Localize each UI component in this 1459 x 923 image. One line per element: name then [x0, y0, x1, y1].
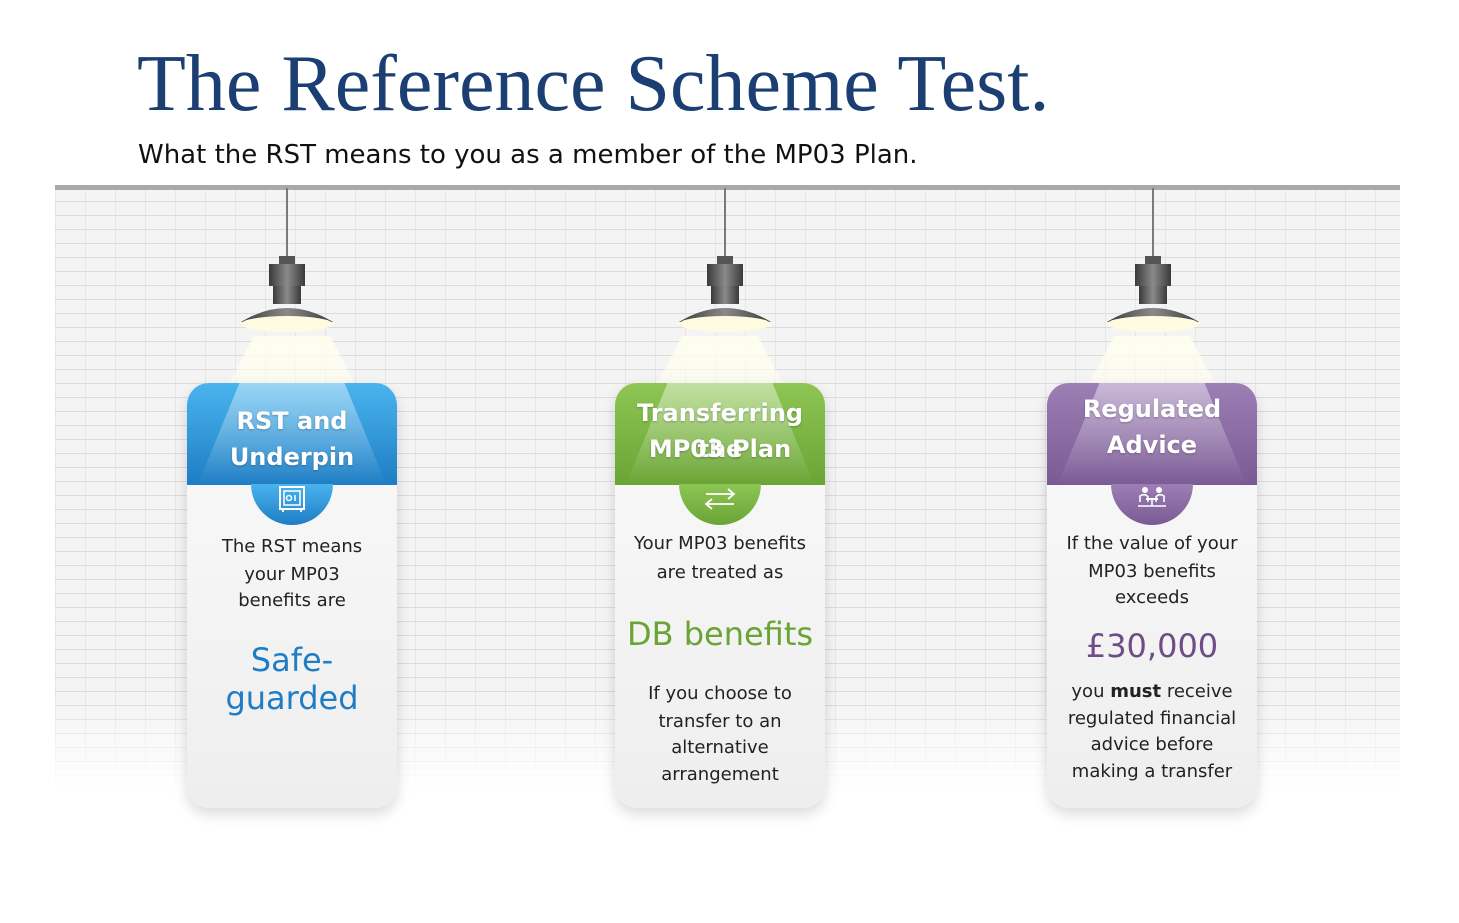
card-header: Transferring the MP03 Plan — [615, 383, 825, 485]
lamp-icon — [679, 256, 771, 332]
card-heading-line: MP03 Plan — [648, 435, 792, 463]
page-title: The Reference Scheme Test. — [137, 40, 1050, 128]
card-text-line: Your MP03 benefits — [634, 533, 806, 554]
card-text-line: you must receive — [1047, 678, 1257, 705]
page-subtitle: What the RST means to you as a member of… — [138, 140, 918, 170]
card-text-line: alternative — [671, 737, 769, 758]
card-heading-line: Regulated — [1082, 395, 1222, 423]
card-text-line: regulated financial — [1067, 708, 1237, 729]
card-highlight: DB benefits — [626, 615, 814, 653]
card-transferring-plan: Transferring the MP03 Plan Your MP03 ben… — [615, 383, 825, 808]
card-text-line: MP03 benefits — [1088, 561, 1216, 582]
card-header: RST and Underpin — [187, 383, 397, 485]
card-heading-line: Advice — [1106, 431, 1198, 459]
card-text-line: benefits are — [238, 590, 346, 611]
card-heading-line: Underpin — [229, 443, 355, 471]
card-heading-line: RST and — [236, 407, 348, 435]
card-text-line: The RST means — [221, 536, 363, 557]
text-segment: receive — [1161, 681, 1233, 702]
safe-icon — [251, 484, 333, 525]
transfer-arrows-icon — [679, 484, 761, 525]
card-text-line: making a transfer — [1071, 761, 1233, 782]
card-header: Regulated Advice — [1047, 383, 1257, 485]
card-text-line: If the value of your — [1066, 533, 1238, 554]
card-regulated-advice: Regulated Advice If the value of your MP… — [1047, 383, 1257, 808]
card-text-line: your MP03 — [244, 564, 340, 585]
card-text-line: arrangement — [661, 764, 779, 785]
text-segment: you — [1071, 681, 1111, 702]
card-heading-line: Transferring the — [636, 399, 804, 463]
card-text-line: transfer to an — [658, 711, 782, 732]
card-rst-underpin: RST and Underpin The RST means your MP03… — [187, 383, 397, 808]
meeting-icon — [1111, 484, 1193, 525]
lamp-icon — [1107, 256, 1199, 332]
card-text-line: advice before — [1090, 734, 1214, 755]
lamp-icon — [241, 256, 333, 332]
card-text-line: If you choose to — [648, 683, 792, 704]
text-emphasis: must — [1110, 681, 1162, 702]
card-text-line: exceeds — [1115, 587, 1189, 608]
card-highlight: £30,000 — [1085, 627, 1219, 665]
card-highlight: Safe-guarded — [225, 641, 359, 717]
card-text-line: are treated as — [656, 562, 784, 583]
